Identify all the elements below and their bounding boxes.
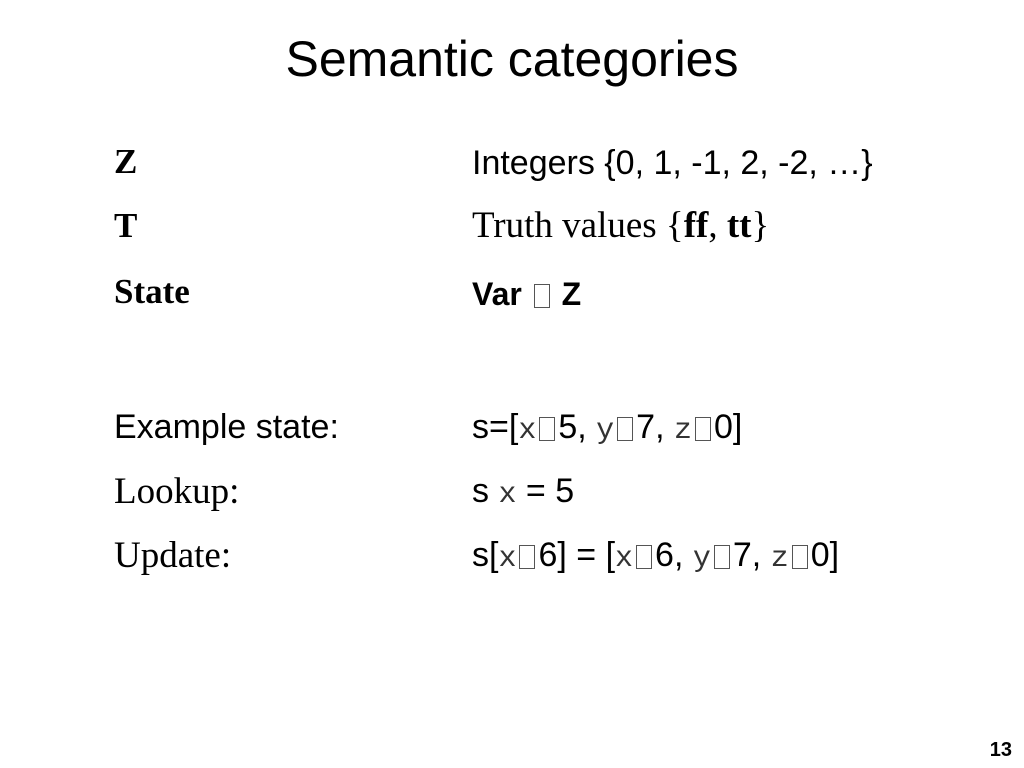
var-label: Var <box>472 276 522 312</box>
slide-title: Semantic categories <box>285 31 739 87</box>
value-7: 7, <box>636 408 674 446</box>
lookup-label: Lookup: <box>114 471 240 512</box>
mapsto-glyph-icon <box>636 545 653 569</box>
definition-row-z: Z Integers {0, 1, -1, 2, -2, …} <box>0 142 1024 202</box>
example-state-row: Example state: s=[x 5, y 7, z 0] <box>0 406 1024 466</box>
arrow-glyph-icon <box>533 284 550 308</box>
lookup-row: Lookup: s x = 5 <box>0 470 1024 530</box>
page-number: 13 <box>989 739 1012 761</box>
definition-row-t: T Truth values {ff, tt} <box>0 204 1024 266</box>
term-z: Z <box>114 142 138 181</box>
var-z: z <box>673 414 692 448</box>
definition-row-state: State Var Z <box>0 272 1024 332</box>
mapsto-glyph-icon <box>519 545 536 569</box>
definition-state: Var Z <box>472 276 581 313</box>
example-state-value: s=[x 5, y 7, z 0] <box>472 408 742 448</box>
z-label: Z <box>561 276 582 312</box>
result-var-z: z <box>770 542 789 576</box>
mapsto-glyph-icon <box>617 417 634 441</box>
mapsto-glyph-icon <box>694 417 711 441</box>
mapsto-glyph-icon <box>713 545 730 569</box>
lookup-result: = 5 <box>516 472 575 510</box>
truth-values-prefix: Truth values { <box>472 205 684 246</box>
ff-value: ff <box>683 205 709 246</box>
update-mid: 6] = [ <box>538 536 616 574</box>
lookup-value: s x = 5 <box>472 472 574 512</box>
var-x: x <box>518 414 537 448</box>
result-value-7: 7, <box>732 536 771 574</box>
value-0: 0] <box>713 408 743 446</box>
lookup-s: s <box>472 472 499 510</box>
result-var-y: y <box>692 542 711 576</box>
definition-t: Truth values {ff, tt} <box>472 204 769 247</box>
mapsto-glyph-icon <box>791 545 808 569</box>
definition-z: Integers {0, 1, -1, 2, -2, …} <box>472 144 873 182</box>
var-y: y <box>596 414 615 448</box>
update-label: Update: <box>114 535 232 576</box>
example-prefix: s=[ <box>472 408 519 446</box>
tt-value: tt <box>726 205 752 246</box>
value-5: 5, <box>558 408 597 446</box>
term-t: T <box>114 206 138 245</box>
result-end: 0] <box>810 536 840 574</box>
result-var-x: x <box>615 542 634 576</box>
term-state: State <box>114 272 190 311</box>
mapsto-glyph-icon <box>539 417 556 441</box>
truth-values-comma: , <box>708 205 727 246</box>
update-var-x: x <box>498 542 517 576</box>
lookup-var-x: x <box>498 478 517 512</box>
update-prefix: s[ <box>472 536 499 574</box>
result-value-6: 6, <box>655 536 693 574</box>
example-state-label: Example state: <box>114 408 339 446</box>
truth-values-suffix: } <box>751 205 770 246</box>
